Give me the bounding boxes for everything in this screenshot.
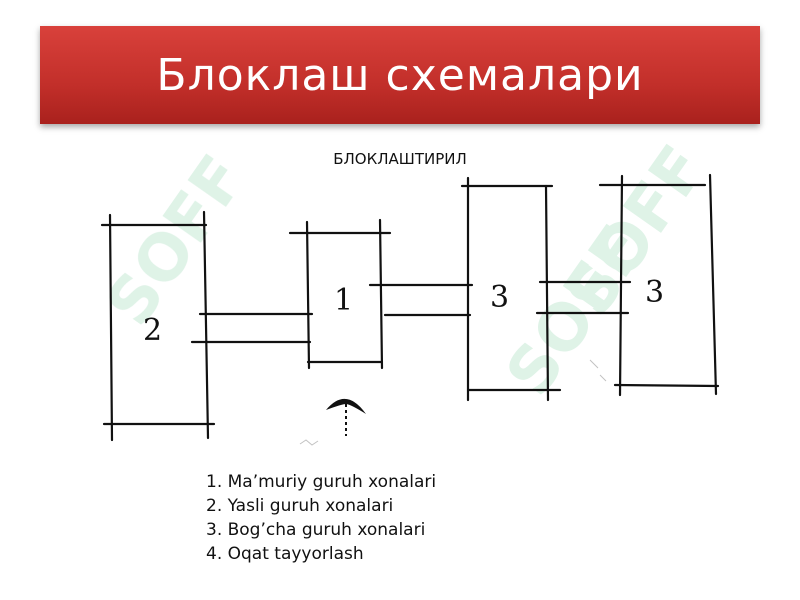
corridor-3-3 <box>535 280 632 315</box>
legend-list: 1. Ma’muriy guruh xonalari 2. Yasli guru… <box>206 470 436 566</box>
title-banner: Блоклаш схемалари <box>40 26 760 124</box>
legend-item: 1. Ma’muriy guruh xonalari <box>206 472 437 492</box>
block-1 <box>288 218 392 370</box>
block-3-right <box>598 173 720 397</box>
corridor-1-3 <box>368 283 474 317</box>
block-2-left <box>100 210 216 442</box>
slide-title: Блоклаш схемалари <box>156 49 644 101</box>
watermark-text: SOFF <box>552 133 720 329</box>
block-label: 1 <box>334 283 353 318</box>
corridor-2-1 <box>190 312 314 344</box>
entrance-arrow-icon <box>326 398 366 436</box>
diagram-subtitle: БЛОКЛАШТИРИЛ <box>333 150 467 168</box>
watermark: SOFF SOFF SOFF <box>92 133 720 409</box>
block-3-middle <box>460 176 562 402</box>
block-label: 2 <box>143 313 162 348</box>
legend-item: 3. Bog’cha guruh xonalari <box>206 520 426 540</box>
block-label: 3 <box>490 280 509 315</box>
legend-item: 2. Yasli guruh xonalari <box>206 496 394 516</box>
legend-item: 4. Oqat tayyorlash <box>206 544 364 564</box>
block-label: 3 <box>645 275 664 310</box>
watermark-text: SOFF <box>92 143 260 339</box>
